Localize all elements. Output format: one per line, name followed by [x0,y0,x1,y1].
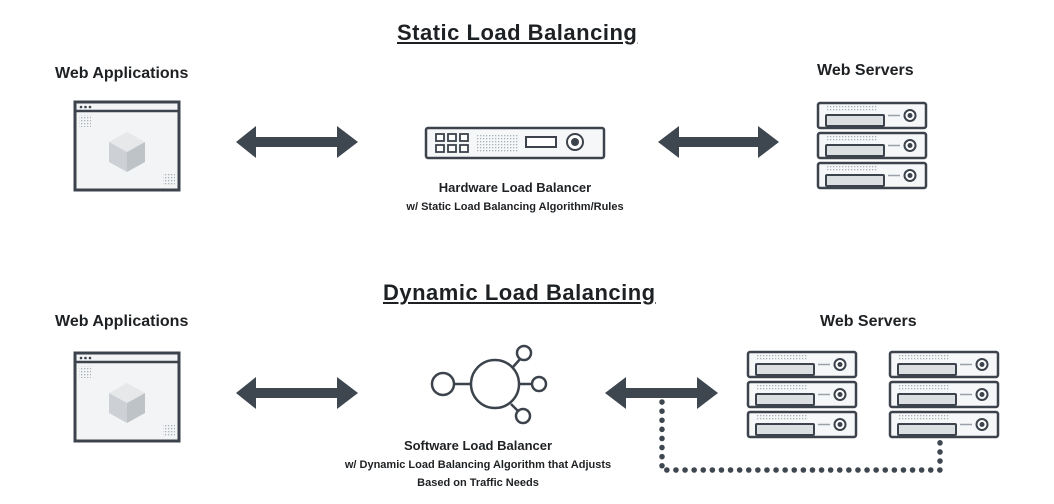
static-title: Static Load Balancing [397,20,638,45]
dynamic-web-app-icon [73,351,181,443]
hardware-load-balancer-label: Hardware Load Balancer [438,180,592,195]
dynamic-left-arrow [236,377,358,409]
software-load-balancer-subtitle-line2: Based on Traffic Needs [417,477,539,489]
dynamic-right-arrow [605,377,718,409]
static-left-arrow [236,126,358,158]
software-load-balancer-label: Software Load Balancer [403,438,553,453]
hardware-appliance-icon [424,126,606,160]
static-web-servers-label: Web Servers [817,62,914,79]
software-load-balancer-subtitle-line1: w/ Dynamic Load Balancing Algorithm that… [344,459,612,471]
dynamic-server-stack-2-icon [890,352,998,437]
static-server-stack-icon [818,103,926,188]
software-node-icon [430,344,548,425]
static-web-app-icon [73,100,181,192]
static-web-applications-label: Web Applications [55,65,189,82]
dynamic-server-stack-1-icon [748,352,856,437]
dynamic-web-servers-label: Web Servers [820,313,917,330]
hardware-load-balancer-subtitle: w/ Static Load Balancing Algorithm/Rules [406,201,624,213]
dynamic-web-applications-label: Web Applications [55,313,189,330]
dynamic-dotted-connector [659,399,943,473]
dynamic-title: Dynamic Load Balancing [383,280,656,305]
static-right-arrow [658,126,779,158]
